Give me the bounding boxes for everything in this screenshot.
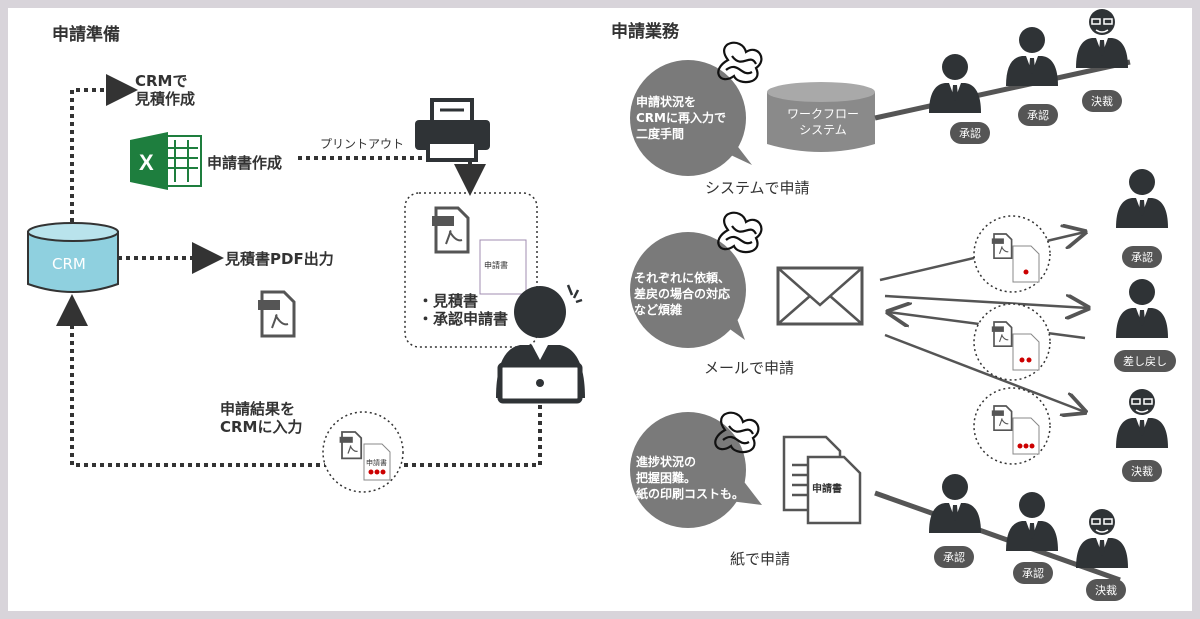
ops-title: 申請業務 (611, 22, 679, 42)
workflow-label: ワークフローシステム (786, 107, 859, 137)
diagram-graphics: X (27, 8, 1192, 583)
worker-laptop-icon (496, 284, 585, 404)
pdf-output-label: 見積書PDF出力 (225, 250, 334, 268)
approve-badge: 承認 (950, 122, 990, 144)
pdf-icon (256, 290, 296, 338)
crm-estimate-label: CRMで見積作成 (135, 72, 196, 108)
approve-badge: 承認 (934, 546, 974, 568)
decision-badge: 決裁 (1082, 90, 1122, 112)
crm-label: CRM (52, 255, 86, 273)
workflow-database-icon (767, 82, 875, 152)
paper-caption: 紙で申請 (730, 550, 791, 568)
documents-box (404, 192, 538, 348)
printer-icon (415, 98, 490, 162)
approve-badge: 承認 (1013, 562, 1053, 584)
create-form-label: 申請書作成 (207, 154, 283, 172)
form-icon (479, 239, 527, 295)
crm-database-icon (27, 222, 119, 293)
excel-icon: X (130, 132, 202, 190)
paper-bubble-text: 進捗状況の把握困難。紙の印刷コストも。 (636, 455, 745, 501)
system-caption: システムで申請 (705, 179, 810, 197)
approve-badge: 承認 (1018, 104, 1058, 126)
prep-title: 申請準備 (52, 25, 120, 45)
mail-bubble-text: それぞれに依頼、差戻の場合の対応など煩雑 (634, 271, 731, 317)
paper-doc-label: 申請書 (812, 484, 842, 495)
mail-icon (776, 266, 864, 326)
speech-bubble (630, 60, 746, 176)
form-label: 申請書 (484, 261, 508, 270)
svg-text:X: X (139, 150, 154, 175)
decision-badge: 決裁 (1122, 460, 1162, 482)
mail-caption: メールで申請 (704, 359, 795, 377)
approve-badge: 承認 (1122, 246, 1162, 268)
printout-label: プリントアウト (320, 137, 405, 151)
paper-document-icon (782, 435, 862, 525)
canvas: X 申請準備 申請業務 CRM CRMで見積作成 申請書作成 プリントアウト 見… (8, 8, 1192, 611)
result-form-label: 申請書 (366, 459, 387, 467)
decision-badge: 決裁 (1086, 579, 1126, 601)
sendback-badge: 差し戻し (1114, 350, 1176, 372)
documents-list: ・見積書・承認申請書 (418, 292, 509, 328)
